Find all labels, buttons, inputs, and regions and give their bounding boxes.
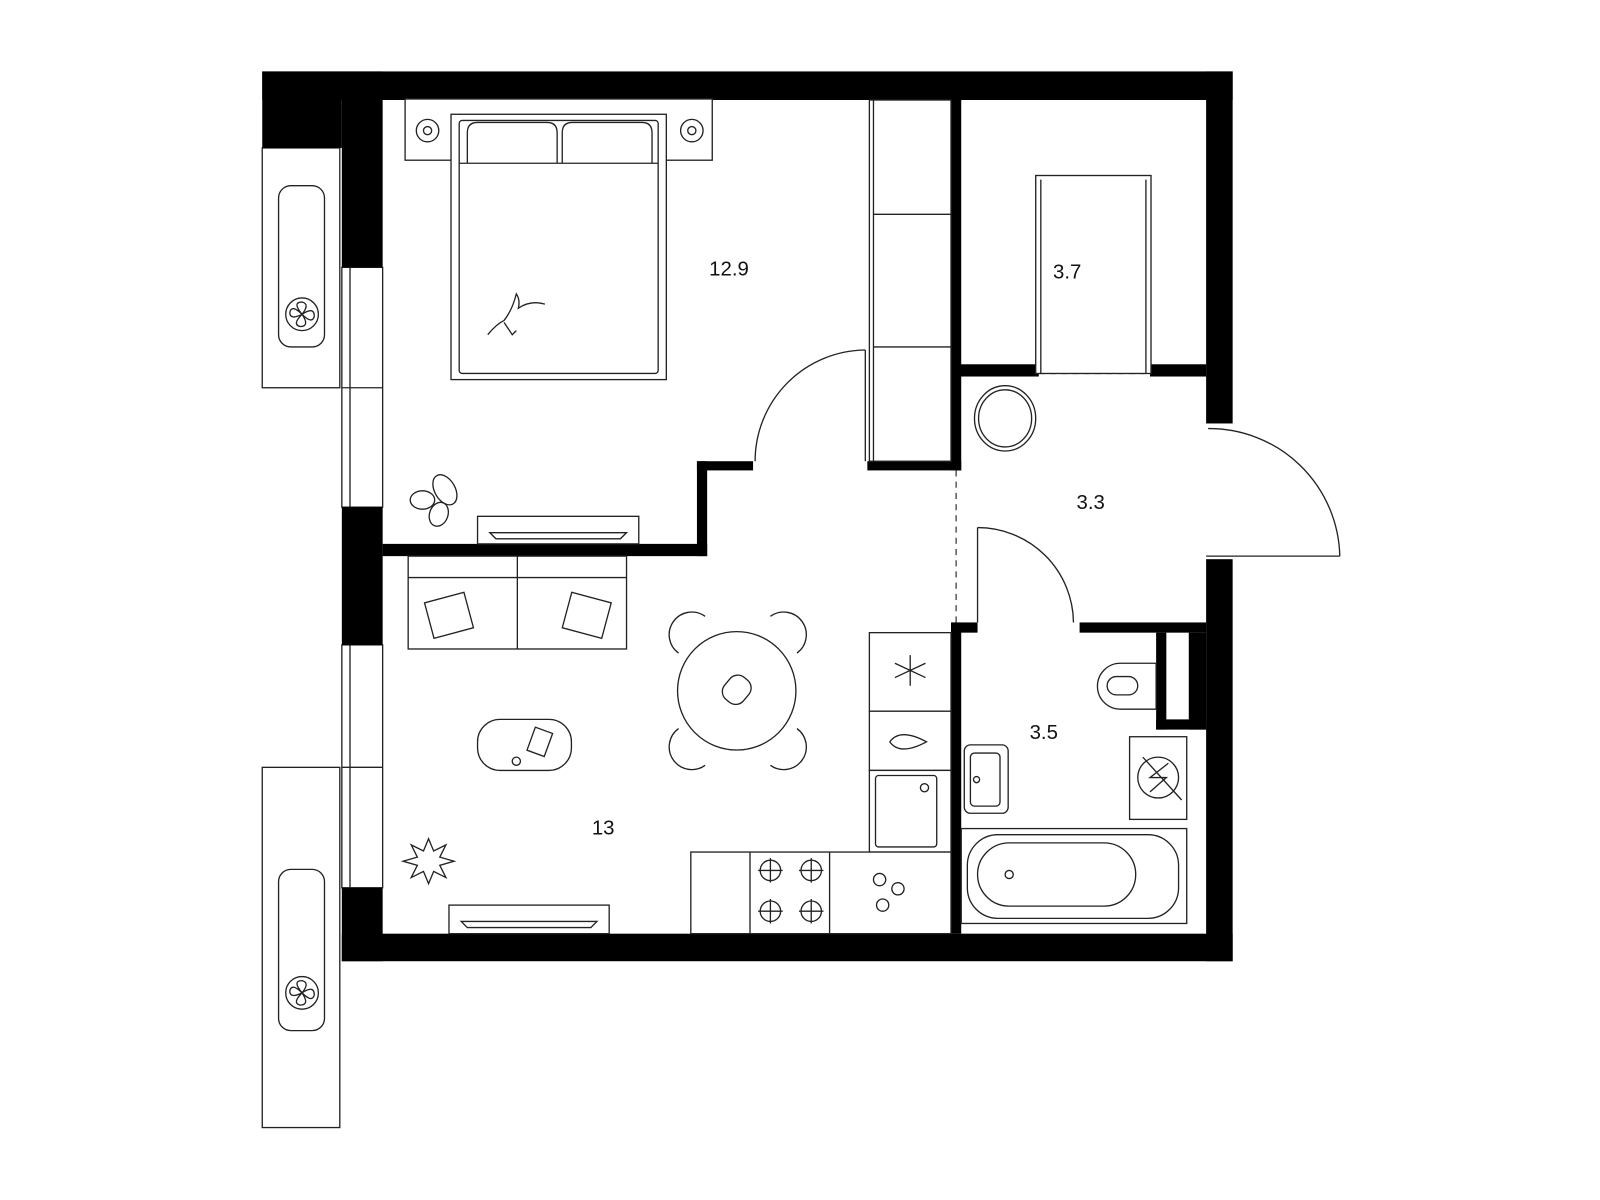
room-area-hallway: 3.3 [1077,492,1105,514]
toilet [1096,662,1157,710]
sofa [407,555,628,650]
window-living [341,644,384,889]
lamp-icon [415,118,440,143]
wardrobe [868,99,952,462]
washing-machine [1128,736,1188,821]
room-area-bathroom: 3.5 [1030,722,1058,744]
room-area-closet: 3.7 [1053,262,1081,284]
fan-icon [285,297,320,332]
room-area-bedroom: 12.9 [709,259,749,281]
lamp-icon [679,118,704,143]
kitchen [690,631,952,935]
plant-icon [400,837,457,886]
plant-icon [409,474,458,527]
door-bedroom[interactable] [754,349,866,462]
cat-icon [487,292,546,336]
fan-icon [285,975,320,1010]
door-entrance[interactable] [1206,427,1341,557]
tv-stand [448,904,610,935]
balcony-upper [261,147,341,389]
bathtub [960,827,1188,925]
bed [404,98,713,381]
dining-table [668,611,807,771]
window-bedroom [341,266,384,508]
dresser-bedroom [476,515,640,545]
room-area-living: 13 [592,818,615,840]
door-bathroom[interactable] [976,526,1075,623]
washbasin [963,744,1009,814]
balcony-lower [261,766,341,1129]
pouf [973,385,1037,452]
stove-icon [758,858,824,924]
coffee-table [476,718,573,772]
closet-shelving [1035,174,1152,375]
freezer-icon [894,655,926,686]
sink-icon [888,734,928,750]
walls [262,71,1233,962]
fruit-icon [872,872,905,912]
